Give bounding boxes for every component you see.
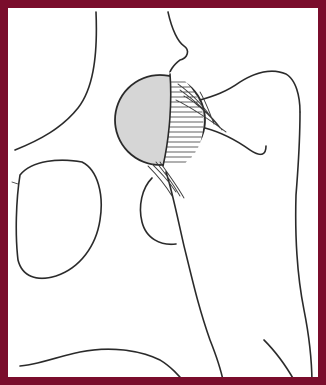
hip-joint-drawing [0,0,326,385]
hip-joint-illustration [0,0,326,385]
canvas-background [0,0,326,385]
